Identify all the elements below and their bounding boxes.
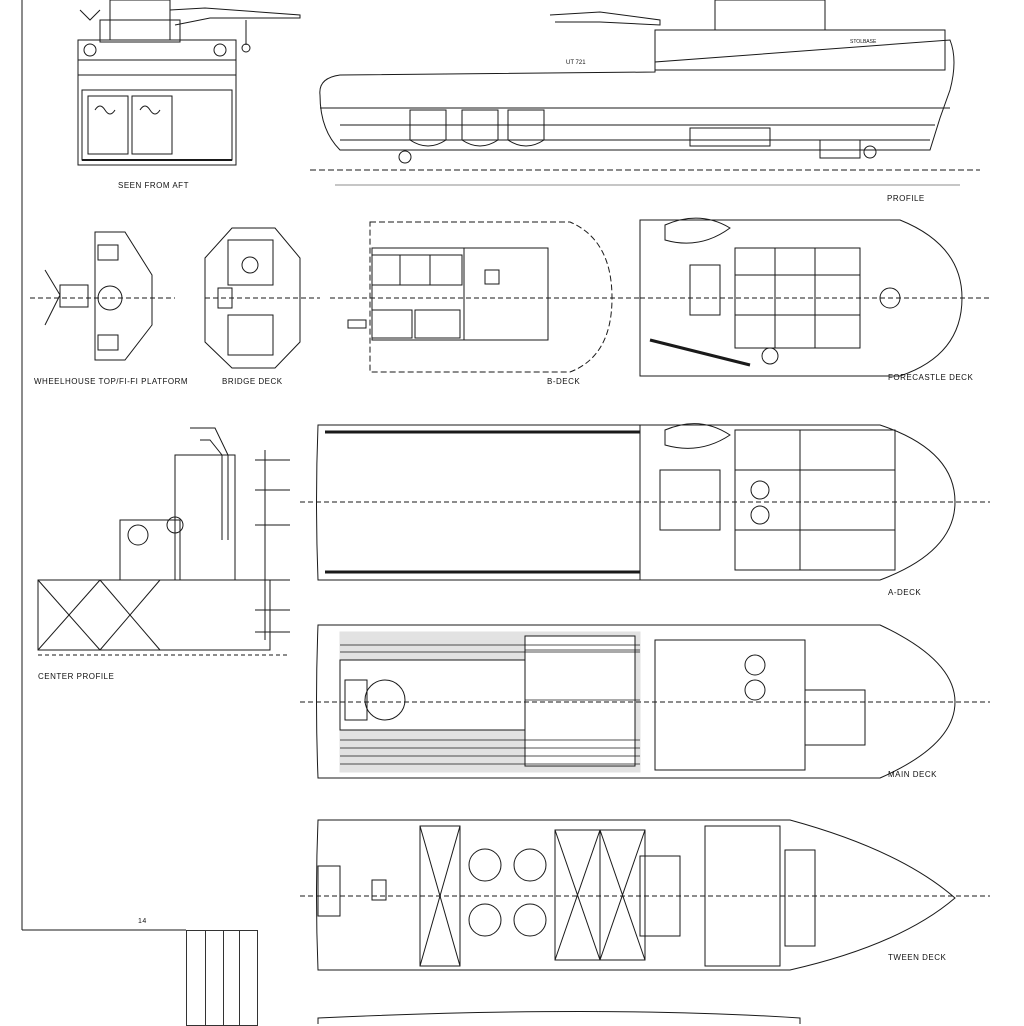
label-center-profile: CENTER PROFILE <box>38 672 115 681</box>
label-bridge-deck: BRIDGE DECK <box>222 377 283 386</box>
revision-column <box>205 931 206 1025</box>
tween-deck-view <box>300 819 990 971</box>
label-a-deck: A-DECK <box>888 588 922 597</box>
label-seen-from-aft: SEEN FROM AFT <box>118 181 189 190</box>
forecastle-deck-view <box>639 217 990 377</box>
label-main-deck: MAIN DECK <box>888 770 937 779</box>
label-forecastle-deck: FORECASTLE DECK <box>888 373 974 382</box>
center-profile-view <box>37 427 290 656</box>
label-b-deck: B-DECK <box>547 377 581 386</box>
label-tween-deck: TWEEN DECK <box>888 953 947 962</box>
lower-deck-partial <box>317 1011 801 1024</box>
revision-column <box>239 931 240 1025</box>
revision-column <box>223 931 224 1025</box>
main-deck-view <box>300 624 990 779</box>
bridge-deck-view <box>204 227 320 369</box>
wheelhouse-top-view <box>30 231 175 361</box>
label-profile: PROFILE <box>887 194 925 203</box>
revision-table <box>186 930 258 1026</box>
a-deck-view <box>300 423 990 581</box>
seen-from-aft-view <box>77 0 301 166</box>
label-wheelhouse-top: WHEELHOUSE TOP/FI-FI PLATFORM <box>34 377 189 386</box>
b-deck-view <box>330 221 640 373</box>
vessel-name: STOLBASE <box>850 39 877 45</box>
sheet-marker: 14 <box>138 918 147 925</box>
profile-view <box>310 0 980 186</box>
hull-number: UT 721 <box>566 60 586 66</box>
